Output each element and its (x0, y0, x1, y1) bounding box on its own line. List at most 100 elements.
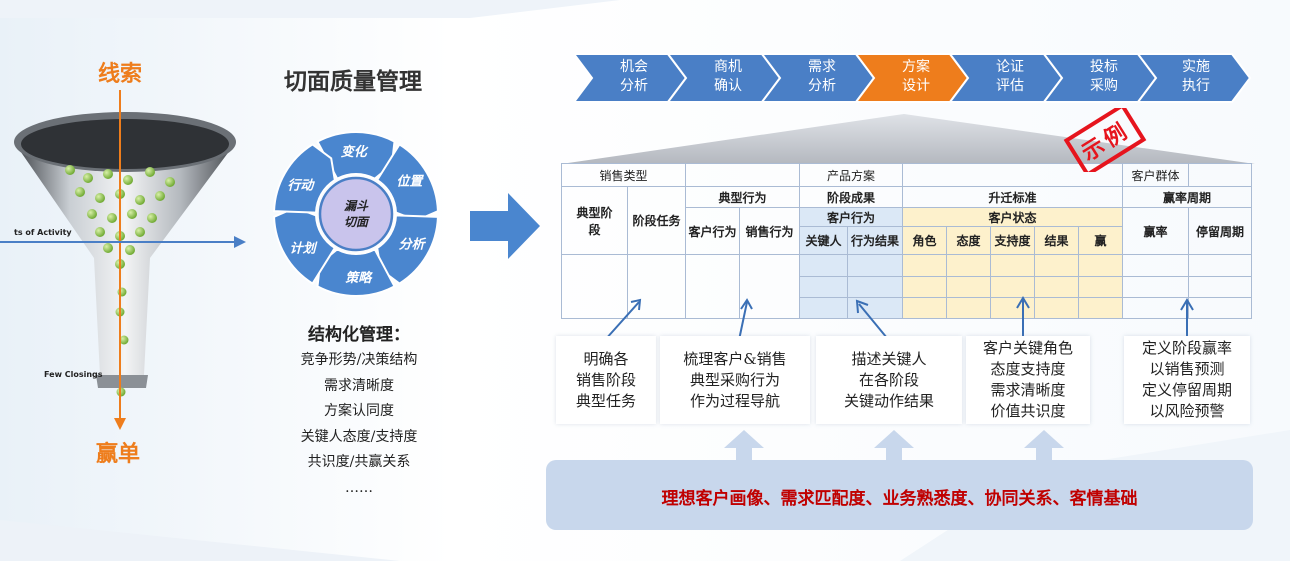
cycle-segment (273, 206, 337, 285)
right-arrow-icon (470, 193, 540, 259)
structured-list: 竞争形势/决策结构 需求清晰度 方案认同度 关键人态度/支持度 共识度/共赢关系… (262, 348, 456, 501)
product-value[interactable] (902, 163, 1123, 187)
stage-label: 需求 分析 (808, 59, 836, 94)
desc-line: 典型采购行为 (689, 370, 780, 389)
pointer-arrows (604, 296, 1194, 341)
desc-line: 态度支持度 (990, 360, 1066, 378)
table-cell[interactable] (902, 276, 947, 298)
stage-label: 投标 采购 (1090, 59, 1118, 94)
table-cell[interactable] (946, 297, 991, 319)
desc-line: 客户关键角色 (982, 339, 1073, 357)
lead-label: 线索 (98, 62, 143, 87)
table-cell[interactable] (847, 276, 903, 298)
stage-task-header: 阶段任务 (627, 186, 686, 255)
foundation-box (546, 460, 1253, 530)
stamp-text: 示例 (1078, 118, 1135, 167)
support-header: 支持度 (990, 226, 1035, 255)
desc-line: 描述关键人 (851, 349, 927, 368)
table-cell[interactable] (1034, 297, 1079, 319)
table-cell[interactable] (990, 254, 1035, 277)
customer-status-header: 客户状态 (902, 207, 1123, 227)
table-cell[interactable] (847, 254, 903, 277)
table-cell[interactable] (799, 276, 848, 298)
stage-chevrons (574, 53, 1252, 103)
desc-line: 在各阶段 (858, 370, 919, 389)
table-cell[interactable] (1034, 254, 1079, 277)
desc-line: 价值共识度 (990, 402, 1066, 420)
foundation-text: 理想客户画像、需求匹配度、业务熟悉度、协同关系、客情基础 (661, 489, 1138, 509)
table-cell[interactable] (627, 254, 686, 319)
customer-behavior-header: 客户行为 (685, 207, 740, 255)
structured-item: 方案认同度 (324, 403, 394, 419)
desc-line: 作为过程导航 (689, 391, 780, 410)
table-cell[interactable] (1034, 276, 1079, 298)
cycle-segment-label: 计划 (290, 240, 318, 256)
structured-item: 共识度/共赢关系 (307, 454, 411, 470)
stage-table: 销售类型 产品方案 客户群体 典型阶段 阶段任务 典型行为 阶段成果 升迁标准 … (561, 163, 1252, 319)
desc-line: 以风险预警 (1149, 402, 1225, 420)
desc-line: 关键动作结果 (843, 391, 934, 410)
structured-title: 结构化管理： (308, 325, 410, 345)
stage-label: 实施 执行 (1182, 59, 1210, 94)
cycle-segment (273, 143, 336, 214)
win-cycle-header: 赢率周期 (1122, 186, 1252, 208)
outcome-customer-behavior-header: 客户行为 (799, 207, 903, 227)
cycle-segment (316, 131, 396, 181)
structured-item: 关键人态度/支持度 (300, 428, 418, 445)
cycle-segment-label: 策略 (345, 270, 373, 286)
zoom-trapezoid (561, 114, 1255, 164)
desc-box-behaviors: 梳理客户&销售 典型采购行为 作为过程导航 (660, 336, 810, 424)
desc-box-win-rate: 定义阶段赢率 以销售预测 定义停留周期 以风险预警 (1124, 336, 1250, 424)
funnel-graphic (0, 90, 246, 430)
win-label: 赢单 (96, 442, 141, 467)
desc-line: 销售阶段 (575, 370, 636, 389)
sales-type-value[interactable] (685, 163, 800, 187)
table-cell[interactable] (799, 297, 848, 319)
desc-line: 定义停留周期 (1141, 381, 1232, 399)
table-cell[interactable] (1078, 254, 1123, 277)
table-cell[interactable] (1078, 297, 1123, 319)
typical-stage-header: 典型阶段 (561, 186, 628, 255)
table-cell[interactable] (1078, 276, 1123, 298)
stage-chevron[interactable] (1136, 53, 1252, 103)
stage-label-active: 方案 设计 (902, 59, 930, 94)
attitude-header: 态度 (946, 226, 991, 255)
table-cell[interactable] (739, 254, 800, 319)
table-row (561, 254, 1252, 319)
table-cell[interactable] (946, 254, 991, 277)
table-cell[interactable] (561, 254, 628, 319)
desc-line: 以销售预测 (1149, 360, 1225, 378)
table-cell[interactable] (847, 297, 903, 319)
activity-label: ts of Activity (14, 228, 72, 237)
desc-line: 明确各 (583, 349, 629, 368)
promotion-criteria-header: 升迁标准 (902, 186, 1123, 208)
example-stamp: 示例 (1063, 108, 1147, 172)
stage-outcome-header: 阶段成果 (799, 186, 903, 208)
customer-group-value[interactable] (1188, 163, 1252, 187)
table-cell[interactable] (1188, 254, 1252, 277)
cycle-segment-label: 位置 (396, 174, 424, 190)
cycle-segment-label: 分析 (399, 237, 427, 253)
cycle-segment-label: 变化 (341, 144, 369, 160)
up-arrows (724, 430, 1064, 464)
structured-item: 竞争形势/决策结构 (300, 352, 418, 368)
sales-type-label: 销售类型 (561, 163, 686, 187)
stage-label: 机会 分析 (620, 59, 648, 94)
table-row (562, 276, 1252, 298)
behavior-result-header: 行为结果 (847, 226, 903, 255)
desc-box-key-person: 描述关键人 在各阶段 关键动作结果 (816, 336, 962, 424)
win-rate-header: 赢率 (1122, 207, 1189, 255)
table-cell[interactable] (1188, 297, 1252, 319)
structured-item: …… (345, 479, 373, 496)
table-cell[interactable] (902, 254, 947, 277)
table-cell[interactable] (902, 297, 947, 319)
table-cell[interactable] (685, 254, 740, 319)
table-cell[interactable] (1122, 254, 1189, 277)
win-header: 赢 (1078, 226, 1123, 255)
stage-label: 商机 确认 (714, 59, 742, 94)
section-title: 切面质量管理 (284, 69, 422, 95)
structured-item: 需求清晰度 (324, 377, 394, 394)
table-cell[interactable] (799, 254, 848, 277)
